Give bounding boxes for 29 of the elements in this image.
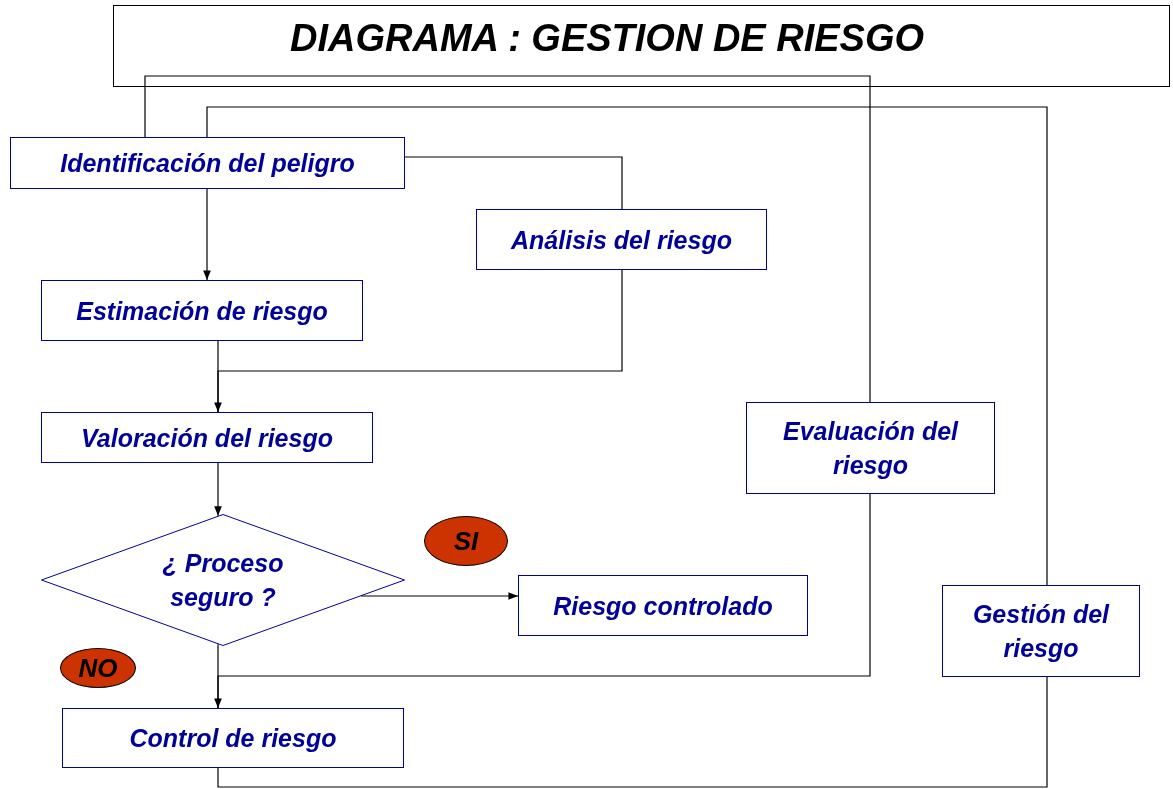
box-label: Análisis del riesgo [511,224,732,256]
box-label: ¿ Proceso seguro ? [161,548,285,613]
box-label: Control de riesgo [129,723,337,754]
process-box [942,585,1140,677]
arrow [360,592,519,600]
box-label: Identificación del peligro [60,148,355,179]
connector-line [404,156,623,210]
process-box [518,575,808,636]
box-label: Evaluación del riesgo [781,416,960,481]
connector-line [144,75,871,403]
connector-line [217,493,871,709]
box-label: Gestión del riesgo [971,599,1111,664]
connector-line [206,106,1048,586]
arrow [214,462,222,517]
box-label: Estimación de riesgo [76,295,328,327]
answer-label: NO [78,655,118,681]
process-box [476,209,767,270]
process-box [10,137,405,189]
process-box [746,402,995,494]
diagram-title: DIAGRAMA : GESTION DE RIESGO [290,16,925,61]
process-box [41,412,373,463]
box-label: Valoración del riesgo [81,422,333,454]
process-box [41,280,363,341]
process-box [62,708,404,768]
box-label: Riesgo controlado [553,590,773,622]
answer-label: SI [453,528,479,554]
connector-line [217,269,623,413]
connector-line [217,676,1048,788]
arrow [203,188,211,281]
